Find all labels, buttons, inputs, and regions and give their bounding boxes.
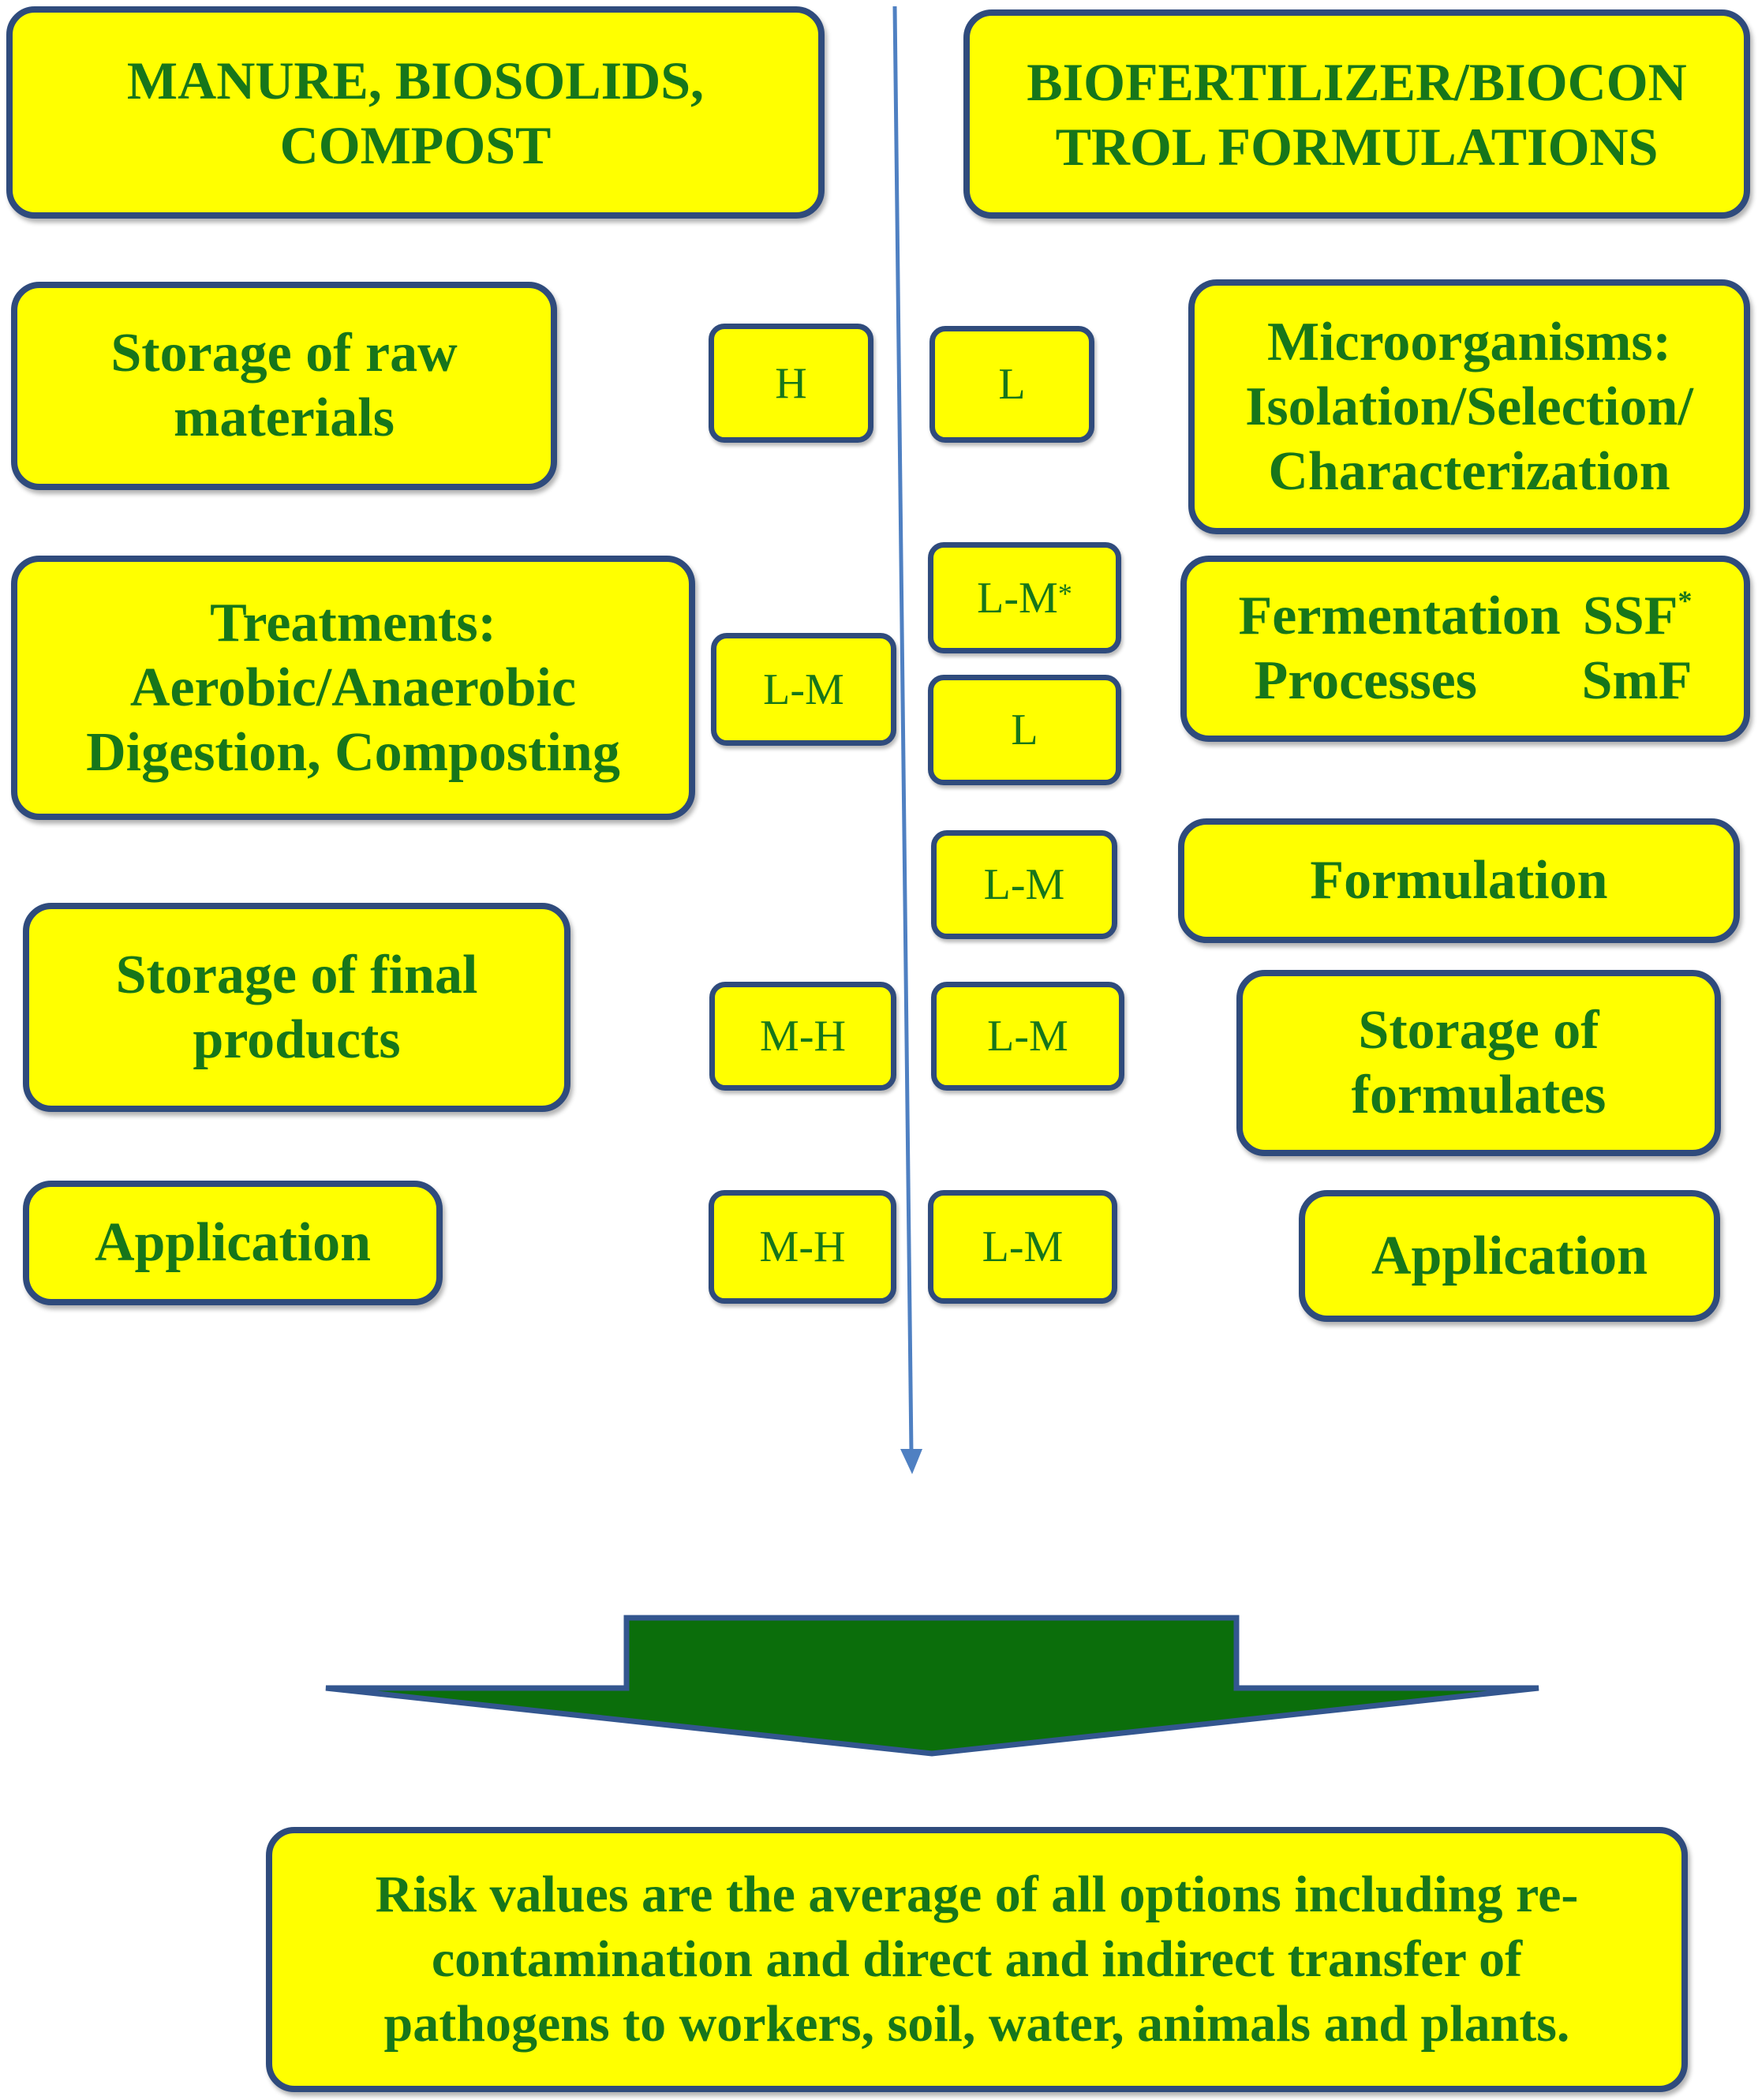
footnote-asterisk: * <box>1678 584 1693 616</box>
step-line: Aerobic/Anaerobic <box>129 657 577 718</box>
risk-value: L-M <box>983 860 1065 909</box>
step-line: Microorganisms: <box>1267 311 1671 372</box>
process-flow-arrow-line <box>892 6 914 1454</box>
step-fermentation-processes: Fermentation SSF* Processes SmF <box>1180 556 1750 742</box>
risk-badge-fermentation-ssf: L-M* <box>928 542 1121 653</box>
step-formulation: Formulation <box>1178 818 1740 943</box>
step-line: Storage of final <box>115 944 478 1005</box>
risk-badge-fermentation-smf: L <box>928 675 1121 785</box>
manure-biosolids-compost-header: MANURE, BIOSOLIDS, COMPOST <box>6 6 825 219</box>
risk-values-note: Risk values are the average of all optio… <box>266 1827 1688 2092</box>
risk-value: H <box>775 358 807 408</box>
header-line: COMPOST <box>279 114 552 175</box>
fermentation-row-ssf: Fermentation SSF* <box>1239 584 1693 649</box>
fermentation-type-smf: SmF <box>1581 650 1693 711</box>
risk-value: L-M <box>987 1012 1068 1061</box>
step-line: Formulation <box>1310 850 1608 911</box>
process-flow-arrowhead <box>900 1449 922 1474</box>
risk-badge-storage-formulates: L-M <box>931 982 1124 1091</box>
step-microorganisms: Microorganisms: Isolation/Selection/ Cha… <box>1188 279 1750 534</box>
note-line: contamination and direct and indirect tr… <box>431 1930 1523 1988</box>
risk-value: L-M <box>982 1222 1064 1271</box>
step-line: formulates <box>1351 1065 1607 1125</box>
risk-value: L <box>1011 706 1038 754</box>
step-application-right: Application <box>1299 1190 1720 1322</box>
risk-badge-application-left: M-H <box>709 1190 896 1304</box>
header-line: MANURE, BIOSOLIDS, <box>126 50 705 110</box>
step-line: Treatments: <box>210 592 496 653</box>
step-line: materials <box>174 387 395 448</box>
step-line: Characterization <box>1268 440 1670 502</box>
step-line: Isolation/Selection/ <box>1245 376 1693 437</box>
fermentation-label: Fermentation <box>1238 586 1561 646</box>
step-application-left: Application <box>23 1181 443 1305</box>
risk-value: L <box>998 360 1026 409</box>
risk-badge-treatments: L-M <box>711 633 896 746</box>
summary-down-arrow <box>325 1615 1539 1757</box>
biofertilizer-biocontrol-header: BIOFERTILIZER/BIOCON TROL FORMULATIONS <box>963 9 1750 219</box>
fermentation-type: SSF* <box>1583 584 1693 649</box>
risk-badge-storage-final: M-H <box>709 982 896 1091</box>
risk-value: L-M <box>977 573 1058 623</box>
step-line: products <box>193 1009 401 1070</box>
step-storage-raw-materials: Storage of raw materials <box>11 282 557 490</box>
fermentation-row-smf: Processes SmF <box>1239 649 1693 713</box>
step-storage-final-products: Storage of final products <box>23 903 570 1112</box>
fermentation-type-ssf: SSF <box>1582 586 1678 646</box>
step-line: Storage of raw <box>110 323 458 384</box>
step-line: Digestion, Composting <box>86 721 620 783</box>
step-storage-formulates: Storage of formulates <box>1236 970 1721 1156</box>
note-line: pathogens to workers, soil, water, anima… <box>383 1995 1570 2053</box>
step-treatments: Treatments: Aerobic/Anaerobic Digestion,… <box>11 556 695 820</box>
step-line: Storage of <box>1358 1000 1599 1061</box>
risk-badge-application-right: L-M <box>928 1190 1117 1304</box>
risk-badge-microorganisms: L <box>929 326 1094 443</box>
header-line: BIOFERTILIZER/BIOCON <box>1027 51 1687 112</box>
fermentation-label: Processes <box>1254 650 1478 711</box>
risk-badge-storage-raw: H <box>709 324 873 443</box>
risk-value: M-H <box>759 1222 846 1271</box>
risk-value: L-M <box>763 664 844 714</box>
step-line: Application <box>1371 1225 1648 1286</box>
risk-badge-formulation: L-M <box>931 830 1117 939</box>
step-line: Application <box>94 1212 372 1273</box>
note-line: Risk values are the average of all optio… <box>375 1866 1579 1923</box>
risk-value: M-H <box>760 1012 846 1061</box>
header-line: TROL FORMULATIONS <box>1055 116 1659 177</box>
